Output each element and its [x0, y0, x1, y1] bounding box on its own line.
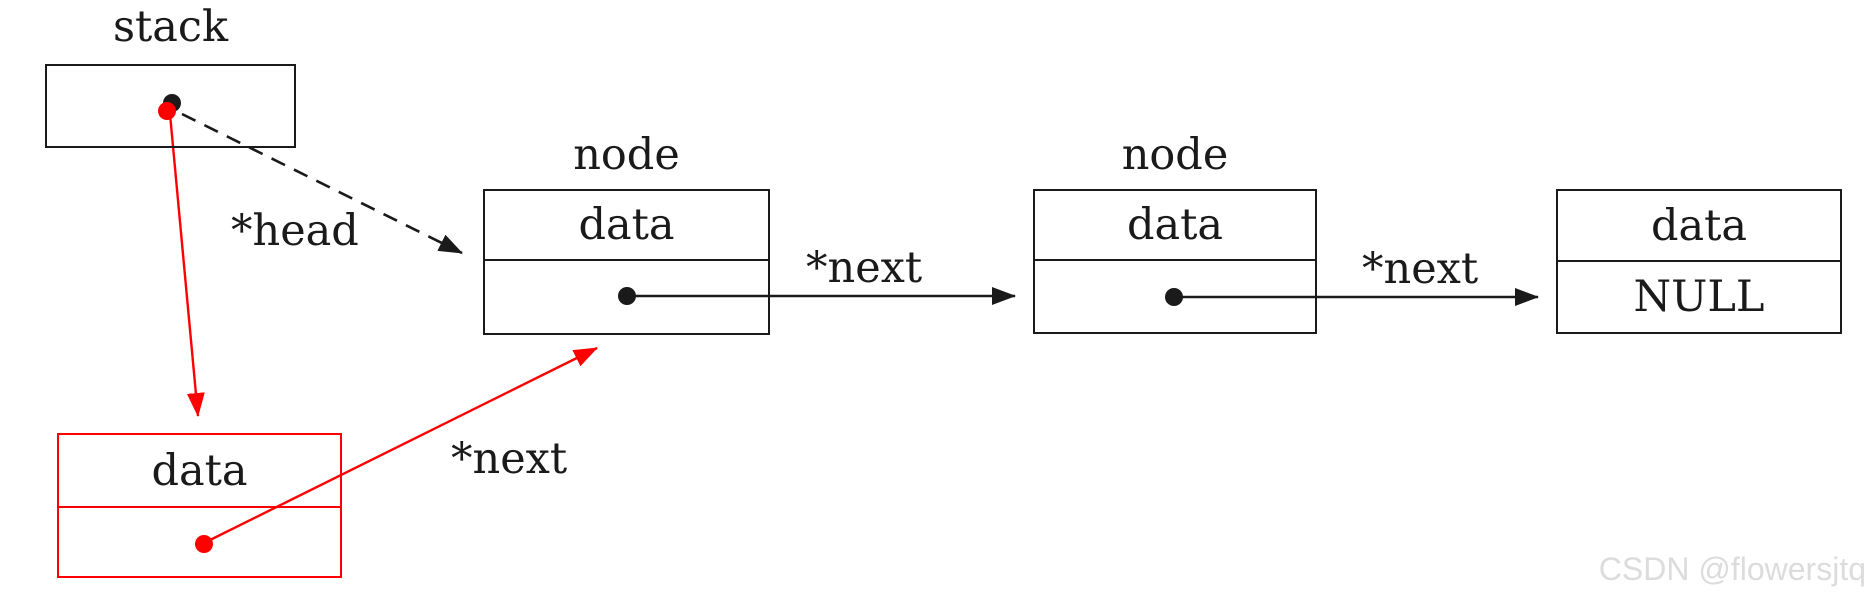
tail-node-null-cell: NULL — [1633, 272, 1765, 322]
stack-box — [45, 64, 296, 148]
node1-pointer-dot — [618, 287, 636, 305]
new-node-pointer-cell — [59, 508, 340, 576]
new-node-pointer-dot — [195, 535, 213, 553]
node1-data-cell: data — [485, 191, 768, 261]
new-node-box: data — [57, 433, 342, 578]
head-pointer-dashed-arrow — [181, 112, 463, 255]
next-pointer-label-1: *next — [806, 243, 923, 293]
stack-pointer-dot-red — [158, 102, 176, 120]
node1-pointer-cell — [485, 261, 768, 333]
new-node-data-cell: data — [59, 435, 340, 508]
node2-pointer-dot — [1165, 288, 1183, 306]
csdn-watermark: CSDN @flowersjtq — [1598, 551, 1866, 587]
node1-box: data — [483, 189, 770, 335]
tail-node-box: data NULL — [1556, 189, 1842, 334]
node1-title: node — [573, 130, 680, 180]
head-pointer-label: *head — [231, 206, 359, 256]
node2-pointer-cell — [1035, 261, 1315, 332]
stack-title: stack — [112, 2, 229, 52]
node2-box: data — [1033, 189, 1317, 334]
node2-title: node — [1121, 130, 1229, 180]
node2-data-cell: data — [1035, 191, 1315, 261]
stack-to-new-node-arrow — [168, 113, 205, 417]
new-node-next-arrow — [205, 346, 598, 544]
new-node-next-pointer-label: *next — [451, 434, 568, 484]
next-pointer-label-2: *next — [1362, 244, 1479, 294]
tail-node-data-cell: data — [1558, 191, 1840, 262]
